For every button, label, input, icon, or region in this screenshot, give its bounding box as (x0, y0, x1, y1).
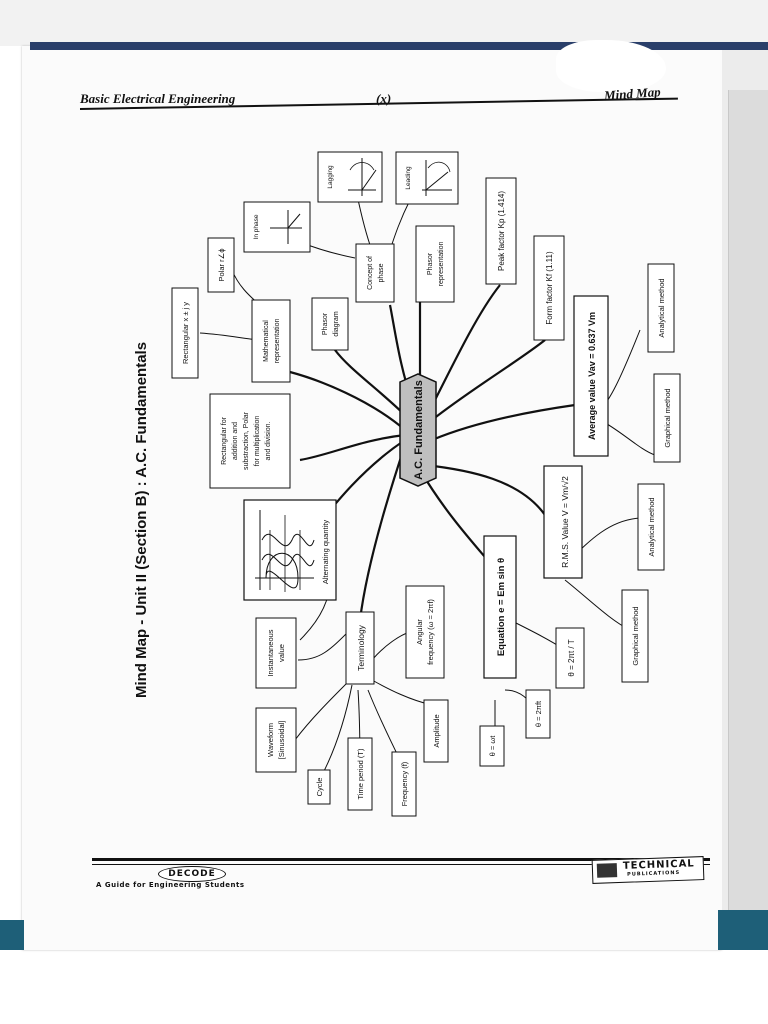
node-amplitude: Amplitude (423, 699, 449, 763)
node-phasor-diagram: Phasor diagram (311, 297, 349, 351)
node-theta-2pi-f-t: θ = 2πft (525, 689, 551, 739)
node-cycle: Cycle (307, 769, 331, 805)
node-mathematical-representation: Mathematical representation (251, 299, 291, 383)
svg-text:substraction, Polar: substraction, Polar (243, 411, 250, 470)
svg-text:frequency (ω = 2πf): frequency (ω = 2πf) (426, 599, 435, 665)
diagram-title: Mind Map - Unit II (Section B) : A.C. Fu… (133, 342, 150, 698)
node-analytical-method-average: Analytical method (647, 263, 675, 353)
node-theta-2pi-t-over-t: θ = 2πt / T (555, 627, 585, 689)
node-frequency: Frequency (f) (391, 751, 417, 817)
svg-text:Phasor: Phasor (427, 252, 434, 275)
node-graphical-method-average: Graphical method (653, 373, 681, 463)
table-surface (0, 920, 24, 950)
node-instantaneous-value: Instantaneous value (255, 617, 297, 689)
node-theta-omega-t: θ = ωt (479, 725, 505, 767)
svg-text:Analytical method: Analytical method (647, 497, 656, 556)
svg-text:for multiplication: for multiplication (254, 416, 261, 467)
svg-text:Instantaneous: Instantaneous (266, 629, 275, 676)
node-waveform: Waveform [Sinusoidal] (255, 707, 297, 773)
footer-rule (92, 858, 710, 861)
node-rms-value: R.M.S. Value V = Vm/√2 (543, 465, 583, 579)
node-polar-form: Polar r∠ϕ (207, 237, 235, 293)
publisher-emblem-icon (596, 863, 618, 878)
publisher-logo: TECHNICAL PUBLICATIONS (591, 856, 705, 884)
svg-text:R.M.S. Value V = Vm/√2: R.M.S. Value V = Vm/√2 (560, 476, 570, 568)
svg-text:Amplitude: Amplitude (432, 714, 441, 747)
node-phasor-representation: Phasor representation (415, 225, 455, 303)
svg-text:θ = ωt: θ = ωt (488, 735, 497, 757)
svg-text:Frequency (f): Frequency (f) (400, 761, 409, 806)
footer-rule-thin (92, 864, 710, 865)
publisher-subname: PUBLICATIONS (627, 869, 681, 878)
header-book-title: Basic Electrical Engineering (80, 91, 236, 106)
svg-text:representation: representation (274, 319, 281, 364)
book-cover-edge (30, 42, 768, 50)
svg-text:Leading: Leading (405, 166, 412, 190)
svg-text:Concept of: Concept of (367, 256, 374, 290)
svg-text:Peak factor Kp (1.414): Peak factor Kp (1.414) (497, 191, 506, 271)
svg-text:phase: phase (378, 263, 385, 282)
scan-background (0, 0, 768, 46)
svg-text:Graphical method: Graphical method (631, 606, 640, 665)
decode-logo: DECODE (158, 866, 226, 882)
node-label: Terminology (356, 624, 366, 671)
svg-text:Cycle: Cycle (315, 778, 324, 797)
svg-text:Mathematical: Mathematical (263, 320, 270, 362)
node-terminology: Terminology (345, 611, 375, 685)
svg-text:value: value (277, 644, 286, 662)
next-page-edge (728, 90, 768, 930)
node-form-factor: Form factor Kf (1.11) (533, 235, 565, 341)
svg-text:Lagging: Lagging (327, 165, 334, 189)
svg-text:Equation e = Em sin θ: Equation e = Em sin θ (496, 558, 507, 656)
node-equation: Equation e = Em sin θ (483, 535, 517, 679)
svg-text:Phasor: Phasor (322, 312, 329, 335)
svg-text:Rectangular x ± j y: Rectangular x ± j y (181, 302, 190, 364)
svg-text:addition and: addition and (232, 422, 239, 460)
table-surface (718, 910, 768, 950)
svg-text:Form factor Kf (1.11): Form factor Kf (1.11) (545, 251, 554, 325)
node-average-value: Average value Vav = 0.637 Vm (573, 295, 609, 457)
node-time-period: Time period (T) (347, 737, 373, 811)
node-rect-polar-usage: Rectangular for addition and substractio… (209, 393, 291, 489)
node-concept-of-phase: Concept of phase (355, 243, 395, 303)
footer-tagline: A Guide for Engineering Students (96, 881, 245, 889)
node-angular-frequency: Angular frequency (ω = 2πf) (405, 585, 445, 679)
node-rectangular-form: Rectangular x ± j y (171, 287, 199, 379)
node-analytical-method-rms: Analytical method (637, 483, 665, 571)
svg-text:θ = 2πft: θ = 2πft (534, 700, 543, 727)
node-lagging: Lagging (317, 151, 383, 203)
svg-text:representation: representation (438, 242, 445, 287)
svg-text:Alternating quantity: Alternating quantity (321, 520, 330, 584)
svg-text:diagram: diagram (333, 311, 340, 336)
node-leading: Leading (395, 151, 459, 205)
svg-text:Analytical method: Analytical method (657, 278, 666, 337)
center-node: A.C. Fundamentals (399, 373, 437, 487)
node-in-phase: In phase (243, 201, 311, 253)
svg-text:Time period (T): Time period (T) (356, 748, 365, 799)
svg-text:θ = 2πt / T: θ = 2πt / T (567, 639, 576, 676)
svg-text:Average value Vav = 0.637 Vm: Average value Vav = 0.637 Vm (587, 312, 597, 440)
center-node-label: A.C. Fundamentals (413, 380, 425, 480)
svg-text:Waveform: Waveform (266, 723, 275, 757)
node-alternating-quantity: Alternating quantity (243, 499, 337, 601)
svg-text:Graphical method: Graphical method (663, 388, 672, 447)
svg-text:Polar r∠ϕ: Polar r∠ϕ (217, 248, 226, 281)
svg-text:[Sinusoidal]: [Sinusoidal] (277, 721, 286, 760)
node-peak-factor: Peak factor Kp (1.414) (485, 177, 517, 285)
svg-text:and division.: and division. (265, 421, 272, 460)
svg-text:In phase: In phase (253, 214, 260, 239)
node-graphical-method-rms: Graphical method (621, 589, 649, 683)
svg-text:Rectangular for: Rectangular for (221, 416, 228, 465)
torn-corner (556, 40, 666, 92)
svg-text:Angular: Angular (415, 619, 424, 645)
